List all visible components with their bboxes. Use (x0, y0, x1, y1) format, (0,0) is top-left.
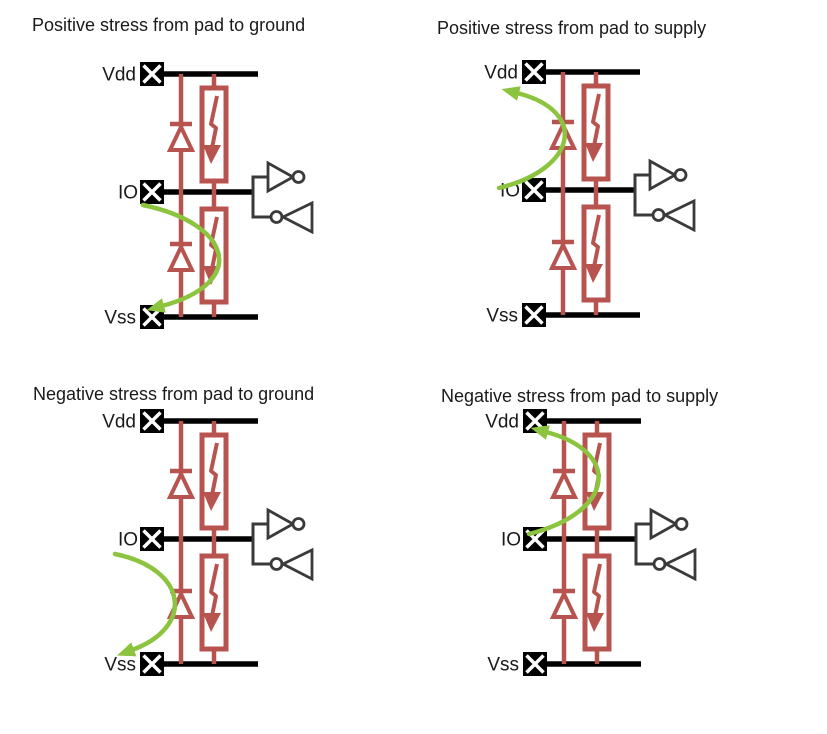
protection-circuit (522, 60, 694, 327)
protection-circuit (523, 409, 695, 676)
vdd-label: Vdd (485, 412, 519, 433)
vss-label: Vss (486, 306, 518, 327)
vdd-label: Vdd (102, 412, 136, 433)
quadrant-title: Negative stress from pad to supply (441, 386, 718, 406)
stress-path-io-to-vdd-via-upper-clamp (526, 425, 601, 537)
quadrant-title: Negative stress from pad to ground (33, 384, 314, 404)
protection-circuit (140, 62, 312, 329)
vdd-label: Vdd (484, 63, 518, 84)
stress-path-io-to-vss-via-lower-clamp (140, 202, 222, 313)
io-label: IO (118, 183, 138, 204)
vss-label: Vss (487, 655, 519, 676)
stress-path-io-to-vdd-via-upper-diode (496, 86, 567, 191)
quadrant-positive-pad-to-ground: Positive stress from pad to ground Vdd I… (32, 15, 312, 329)
quadrant-title: Positive stress from pad to ground (32, 15, 305, 35)
vss-label: Vss (104, 655, 136, 676)
io-label: IO (118, 530, 138, 551)
stress-path-io-to-vss-via-lower-diode (112, 551, 178, 657)
quadrant-negative-pad-to-supply: Negative stress from pad to supply Vdd I… (441, 386, 718, 676)
vss-label: Vss (104, 308, 136, 329)
vdd-label: Vdd (102, 65, 136, 86)
quadrant-negative-pad-to-ground: Negative stress from pad to ground Vdd I… (33, 384, 314, 676)
protection-circuit (140, 409, 312, 676)
io-label: IO (501, 530, 521, 551)
quadrant-positive-pad-to-supply: Positive stress from pad to supply Vdd I… (437, 18, 706, 327)
quadrant-title: Positive stress from pad to supply (437, 18, 706, 38)
